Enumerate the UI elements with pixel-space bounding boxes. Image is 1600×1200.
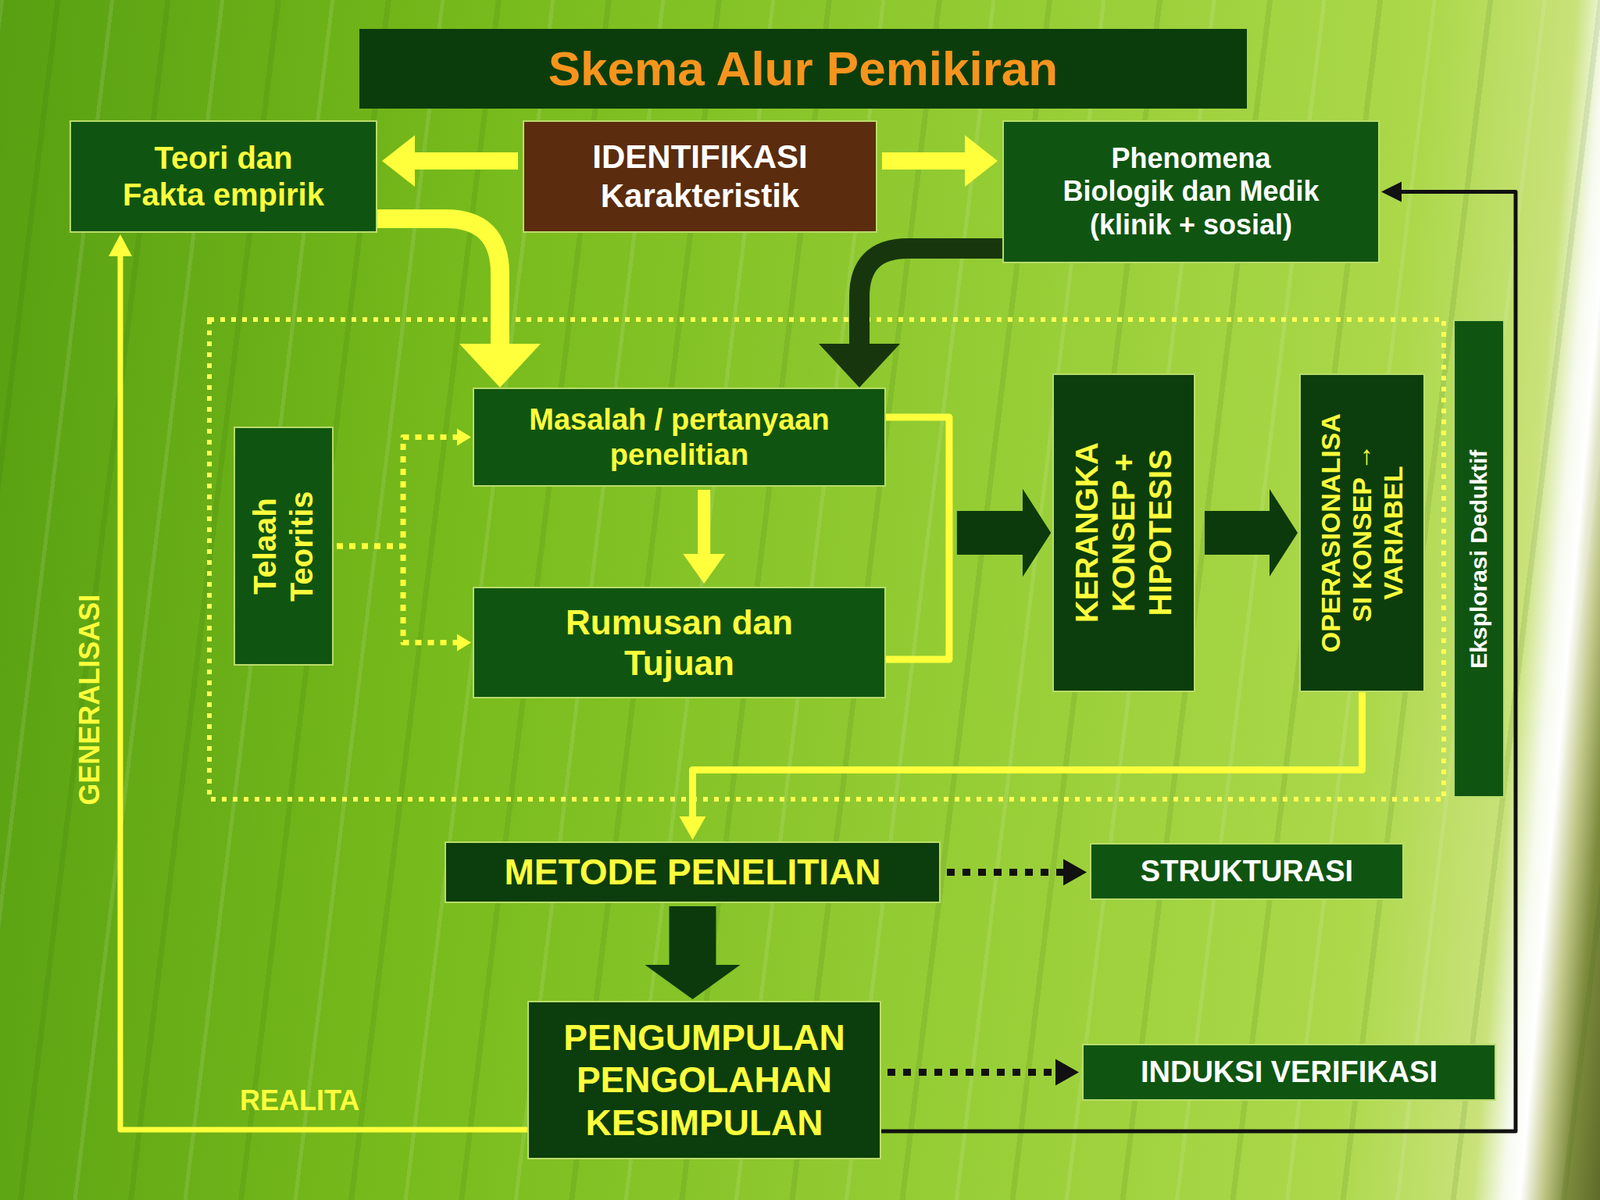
box-text: KERANGKA KONSEP + HIPOTESIS — [1068, 427, 1180, 639]
connector-line — [377, 218, 500, 346]
connector — [887, 1059, 1079, 1086]
connector — [818, 248, 1003, 388]
connector-line — [885, 532, 950, 660]
connector-line — [882, 152, 967, 170]
phenomena-box: Phenomena Biologik dan Medik (klinik + s… — [1002, 120, 1380, 264]
box-text: Masalah / pertanyaan penelitian — [500, 402, 860, 473]
connector — [679, 692, 1363, 840]
box-text: STRUKTURASI — [1140, 853, 1354, 890]
theory-box: Teori dan Fakta empirik — [69, 120, 378, 233]
title-text: Skema Alur Pemikiran — [548, 39, 1058, 97]
title-box: Skema Alur Pemikiran — [359, 28, 1247, 109]
connector — [882, 135, 998, 187]
connector-line — [957, 510, 1025, 555]
arrow-head — [645, 964, 741, 1000]
connector — [645, 906, 741, 1000]
box-text: PENGUMPULAN PENGOLAHAN KESIMPULAN — [540, 1016, 869, 1144]
connector-line — [946, 868, 1065, 876]
arrow-head — [1063, 859, 1087, 886]
connector — [336, 428, 472, 547]
connector-line — [957, 510, 1025, 555]
connector-line — [692, 692, 1363, 818]
operationalisation-box: OPERASIONALISA SI KONSEP → VARIABEL — [1299, 373, 1425, 693]
arrow-head — [1055, 1059, 1079, 1086]
framework-box: KERANGKA KONSEP + HIPOTESIS — [1052, 373, 1196, 693]
connector — [108, 234, 528, 1130]
line-label: REALITA — [239, 1084, 360, 1117]
arrow-head — [382, 135, 415, 187]
side-label: GENERALISASI — [73, 593, 106, 805]
induction-box: INDUKSI VERIFIKASI — [1082, 1043, 1497, 1101]
box-text: Teori dan Fakta empirik — [110, 139, 337, 214]
connector-line — [120, 254, 528, 1130]
structuring-box: STRUKTURASI — [1089, 842, 1404, 900]
box-text: Telaah Teoritis — [246, 464, 321, 629]
connector-line — [336, 546, 459, 643]
connector — [881, 182, 1516, 1133]
arrow-head — [818, 343, 900, 388]
connector-line — [669, 906, 717, 967]
arrow-head — [1022, 489, 1051, 577]
connector — [946, 859, 1087, 886]
dotted-region — [209, 319, 1444, 800]
arrow-head — [964, 135, 998, 187]
arrow-head — [459, 343, 541, 388]
arrow-head — [1022, 489, 1051, 577]
box-text: Eksplorasi Deduktif — [1464, 332, 1493, 786]
connector-line — [881, 192, 1516, 1133]
arrow-head — [682, 553, 725, 584]
problem-box: Masalah / pertanyaan penelitian — [472, 387, 886, 487]
connector — [1204, 489, 1298, 577]
box-text: IDENTIFIKASI Karakteristik — [543, 137, 857, 215]
box-text: OPERASIONALISA SI KONSEP → VARIABEL — [1314, 402, 1409, 665]
arrow-head — [679, 816, 707, 840]
arrow-head — [108, 234, 133, 257]
connector-line — [336, 437, 459, 547]
theory-review-box: Telaah Teoritis — [233, 426, 334, 666]
box-text: Phenomena Biologik dan Medik (klinik + s… — [1056, 142, 1326, 242]
connector-line — [413, 152, 518, 170]
box-text: INDUKSI VERIFIKASI — [1140, 1054, 1438, 1090]
box-text: METODE PENELITIAN — [503, 850, 881, 893]
connector — [382, 135, 518, 187]
objective-box: Rumusan dan Tujuan — [472, 586, 886, 699]
connector-line — [697, 489, 711, 556]
arrow-head — [457, 428, 472, 447]
method-box: METODE PENELITIAN — [444, 841, 941, 904]
connector-line — [1204, 510, 1272, 555]
box-text: Rumusan dan Tujuan — [550, 602, 809, 684]
identification-box: IDENTIFIKASI Karakteristik — [522, 120, 878, 233]
collection-box: PENGUMPULAN PENGOLAHAN KESIMPULAN — [527, 1000, 882, 1160]
connector — [336, 546, 472, 652]
arrow-head — [457, 634, 472, 652]
arrow-head — [1381, 182, 1402, 203]
connector-line — [859, 248, 1003, 346]
arrow-head — [1269, 489, 1298, 577]
connector — [885, 489, 1051, 660]
connector — [377, 218, 541, 388]
connector — [885, 417, 1051, 577]
connector-line — [887, 1068, 1058, 1076]
connector-line — [885, 417, 950, 533]
deductive-band: Eksplorasi Deduktif — [1453, 319, 1505, 798]
connector — [682, 489, 725, 584]
